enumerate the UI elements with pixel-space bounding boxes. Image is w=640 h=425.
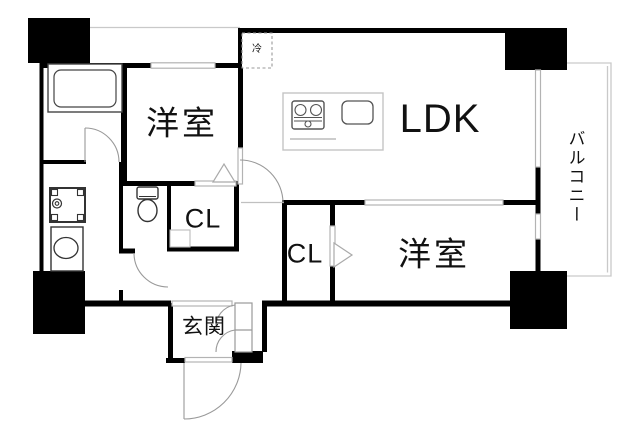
label-refrigerator: 冷	[252, 44, 262, 55]
ldk-door-jamb	[237, 147, 244, 185]
vanity-sink-icon	[50, 226, 84, 272]
pillar-top-right	[505, 28, 567, 70]
label-closet-2: CL	[286, 238, 324, 269]
shoe-cabinet-door-arc	[215, 304, 236, 330]
bathroom-door-arc	[84, 127, 120, 163]
label-western-room-2: 洋室	[398, 235, 470, 273]
window-ldk-balcony	[534, 69, 542, 168]
window-room2-balcony	[534, 213, 542, 240]
shoe-cabinet-door-arc	[215, 329, 236, 353]
windows	[150, 62, 542, 363]
pillar-bottom-left	[33, 271, 85, 334]
washing-machine-icon	[49, 187, 86, 223]
ldk-door-arc	[239, 159, 284, 204]
label-ldk: LDK	[399, 97, 481, 141]
label-balcony: バルコニー	[565, 129, 585, 225]
window-room1-top	[150, 62, 216, 69]
shoe-cabinet	[234, 302, 253, 353]
walls	[39, 28, 541, 363]
partition-ldk-room2	[364, 199, 504, 206]
refrigerator-box	[241, 32, 273, 69]
entrance-step	[232, 351, 263, 363]
bathtub-icon	[47, 63, 123, 113]
label-closet-1: CL	[184, 203, 222, 234]
balcony-outline	[90, 26, 612, 277]
sink-icon	[341, 100, 374, 125]
stove-icon	[291, 100, 325, 130]
pillars	[28, 18, 567, 363]
closet2-folding-door-icon	[333, 241, 354, 269]
pillar-top-left	[28, 18, 90, 63]
label-entrance: 玄関	[182, 315, 226, 339]
toilet-door-arc	[133, 252, 169, 288]
entrance-door-arc	[183, 362, 242, 420]
pillar-bottom-right	[510, 271, 567, 329]
label-western-room-1: 洋室	[146, 104, 218, 142]
entrance-inner-sill	[171, 300, 233, 307]
closet1-folding-door-icon	[211, 162, 237, 183]
closet1-pipe-notch	[169, 229, 191, 248]
entrance-door-sill	[184, 356, 233, 363]
toilet-icon	[136, 186, 159, 223]
door-arcs	[84, 127, 284, 420]
